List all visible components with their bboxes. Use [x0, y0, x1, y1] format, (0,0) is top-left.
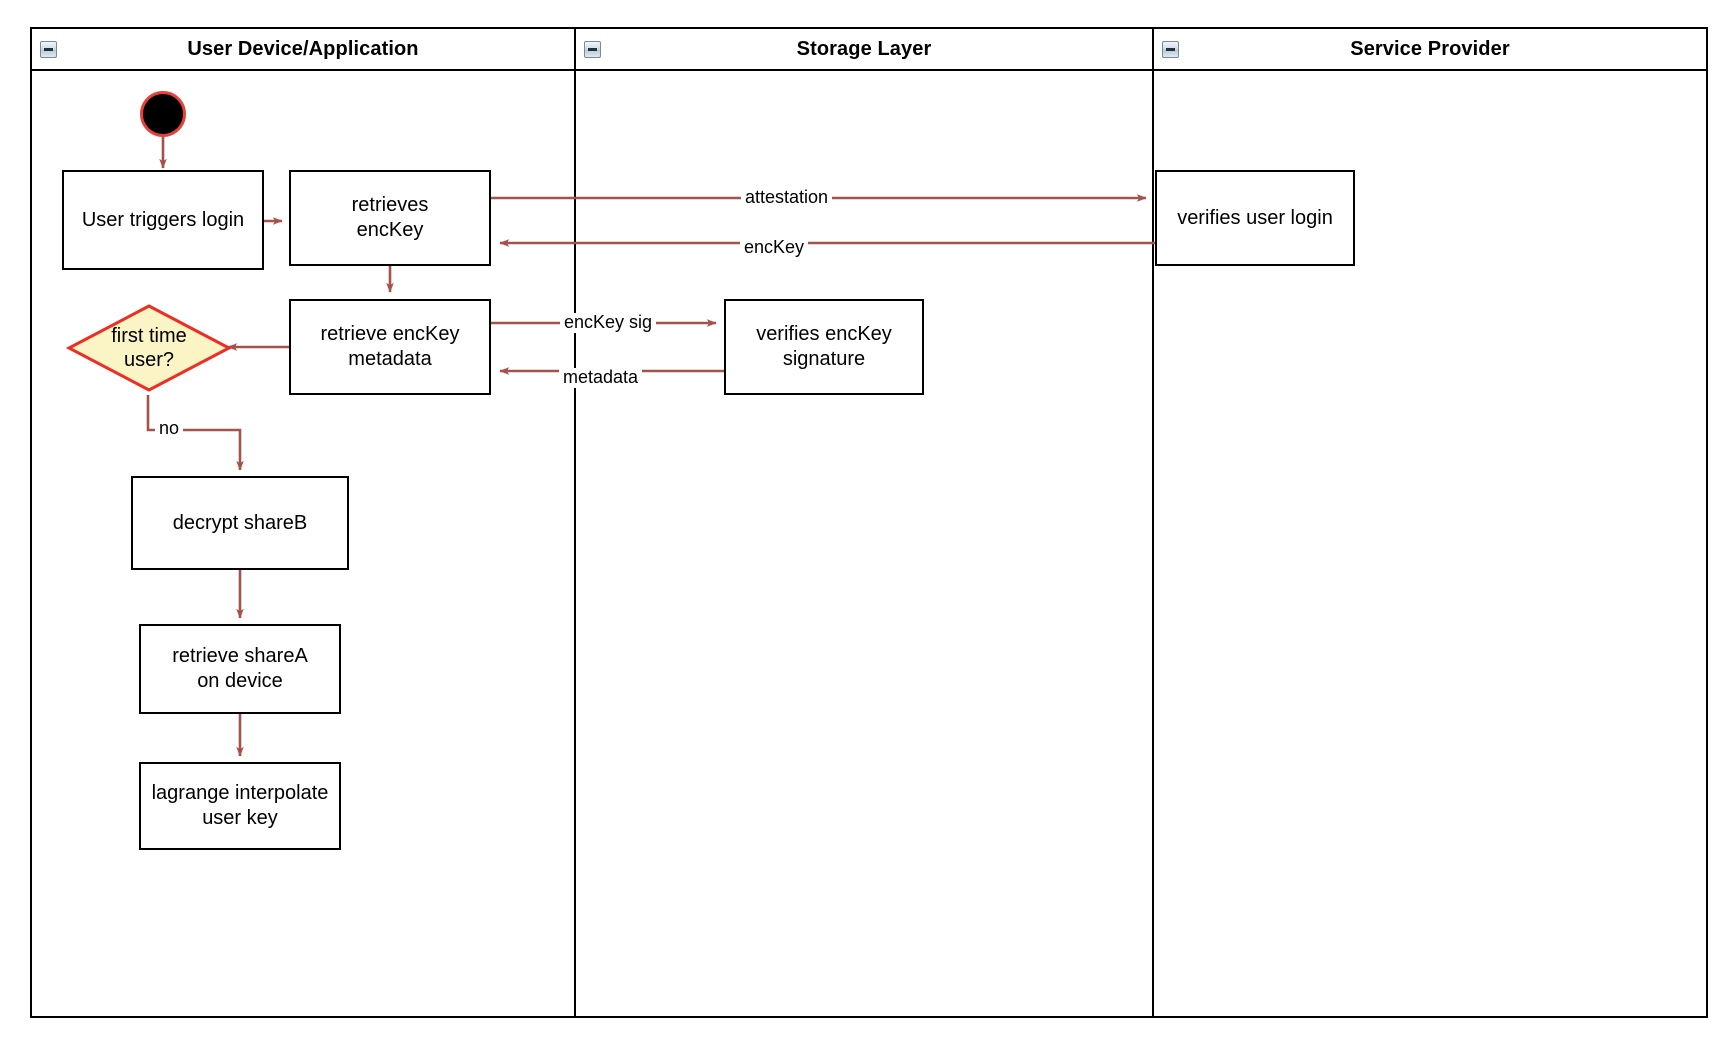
decision-diamond-shape	[66, 304, 232, 392]
edge-label-metadata: metadata	[559, 367, 643, 388]
lane-header-divider	[32, 69, 1706, 71]
activity-lagrange-interpolate-user-key[interactable]: lagrange interpolate user key	[139, 762, 341, 850]
collapse-minus-icon-service-provider[interactable]	[1162, 41, 1179, 58]
initial-node[interactable]	[140, 91, 186, 137]
edge-label-no: no	[155, 418, 184, 439]
decision-label: first time user?	[111, 325, 187, 371]
activity-retrieve-sharea-on-device[interactable]: retrieve shareA on device	[139, 624, 341, 714]
lane-divider-1	[574, 29, 576, 1016]
activity-verifies-user-login[interactable]: verifies user login	[1155, 170, 1355, 266]
collapse-minus-icon-storage-layer[interactable]	[584, 41, 601, 58]
activity-retrieves-enckey[interactable]: retrieves encKey	[289, 170, 491, 266]
lane-divider-2	[1152, 29, 1154, 1016]
lane-title-user-device: User Device/Application	[187, 37, 419, 60]
activity-decrypt-shareb[interactable]: decrypt shareB	[131, 476, 349, 570]
decision-first-time-user[interactable]: first time user?	[66, 303, 232, 393]
activity-user-triggers-login[interactable]: User triggers login	[62, 170, 264, 270]
edge-label-attestation: attestation	[741, 187, 833, 208]
lane-title-service-provider: Service Provider	[1350, 37, 1510, 60]
lane-title-storage-layer: Storage Layer	[796, 37, 932, 60]
edge-label-enckey: encKey	[740, 237, 809, 258]
activity-verifies-enckey-signature[interactable]: verifies encKey signature	[724, 299, 924, 395]
activity-retrieve-enckey-metadata[interactable]: retrieve encKey metadata	[289, 299, 491, 395]
collapse-minus-icon-user-device[interactable]	[40, 41, 57, 58]
edge-label-enckey-sig: encKey sig	[560, 312, 657, 333]
